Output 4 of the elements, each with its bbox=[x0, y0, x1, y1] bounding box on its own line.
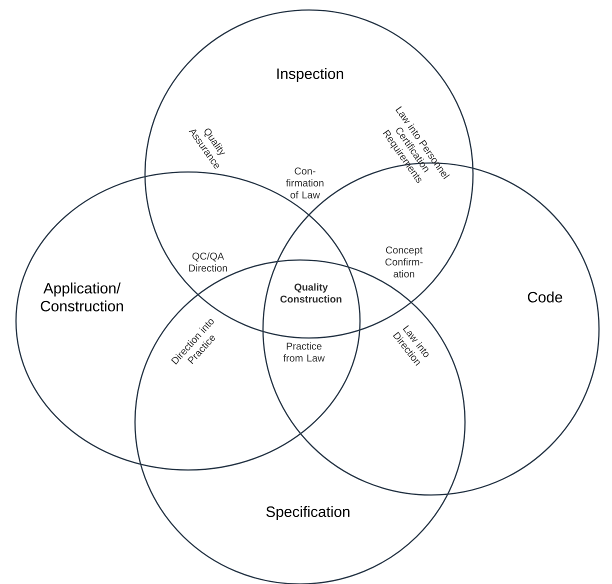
region-label: Practice from Law bbox=[283, 342, 325, 362]
region-label: QC/QA Direction bbox=[189, 252, 227, 272]
region-label: Concept Confirm-ation bbox=[385, 246, 423, 278]
region-label: Quality Construction bbox=[280, 283, 342, 303]
